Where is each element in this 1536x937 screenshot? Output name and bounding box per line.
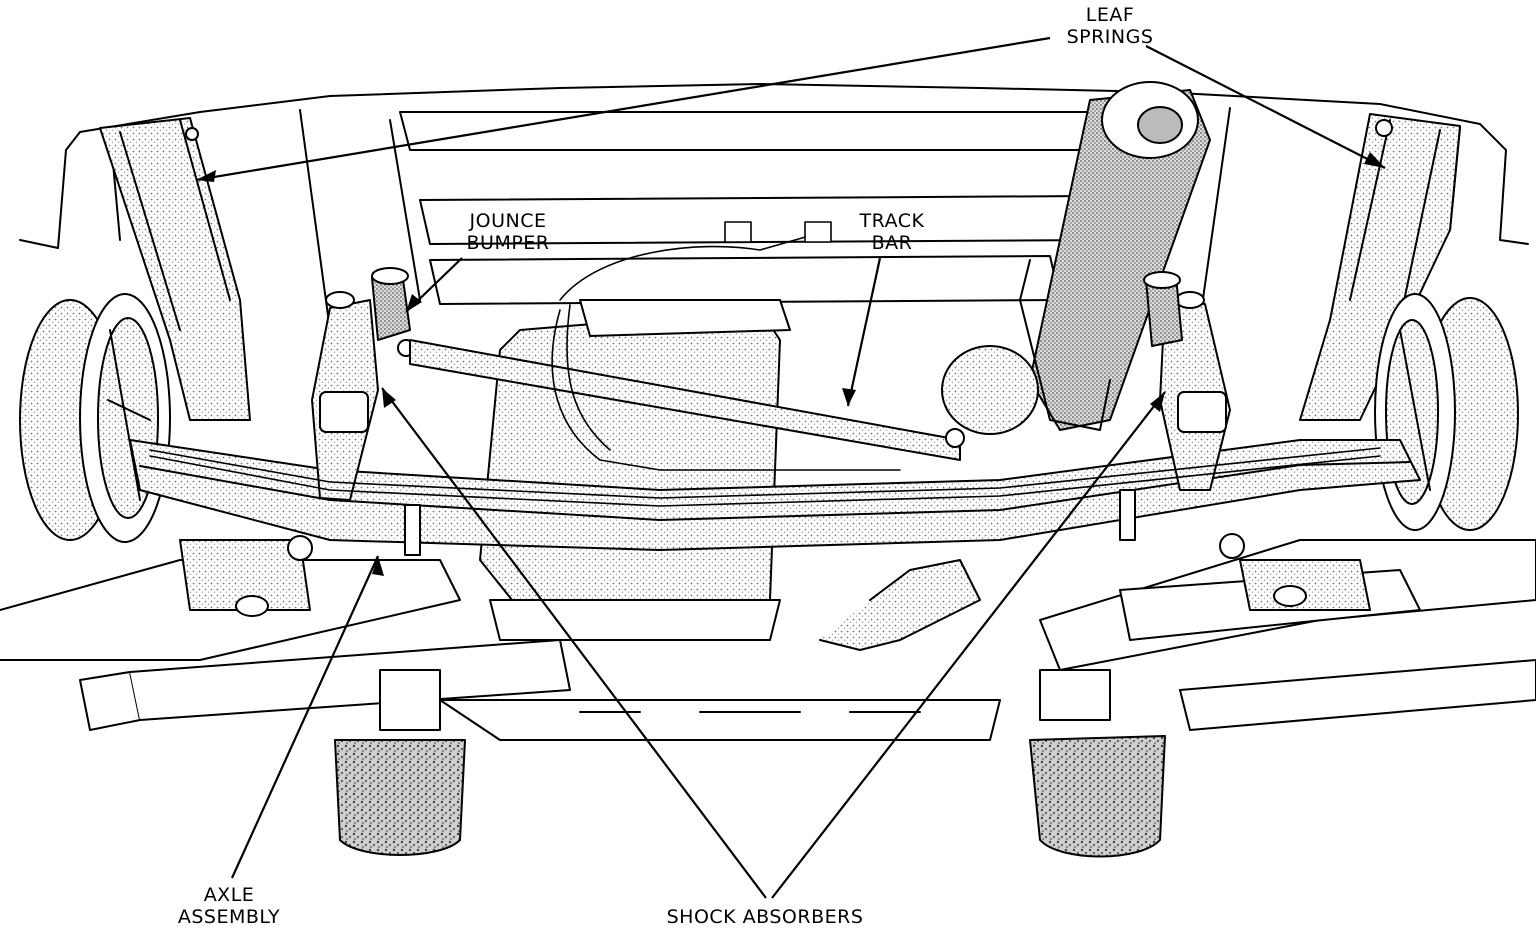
exhaust-pipe — [819, 559, 981, 651]
right-brake-drum — [1374, 293, 1519, 531]
track-bar — [409, 339, 965, 461]
spring-hangers — [179, 533, 1371, 731]
rear-crossmember — [439, 699, 1001, 741]
brake-lines — [149, 221, 1381, 507]
leaf-springs-label: LEAF SPRINGS — [1060, 4, 1160, 48]
vehicle-body-outline — [19, 83, 1529, 331]
axle-assembly-label-line1: AXLE — [203, 884, 255, 906]
right-leaf-spring — [1299, 113, 1461, 421]
jounce-bumper-label: JOUNCE BUMPER — [456, 210, 560, 254]
track-bar-label-line1: TRACK — [859, 210, 925, 232]
jounce-bumper-label-line1: JOUNCE — [469, 210, 547, 232]
leader-line-axle-assembly — [230, 555, 380, 879]
leaf-springs-label-line2: SPRINGS — [1066, 26, 1154, 48]
axle-assembly-label: AXLE ASSEMBLY — [170, 884, 288, 928]
leaf-springs-label-line1: LEAF — [1085, 4, 1135, 26]
right-rear-tire — [1029, 735, 1166, 858]
leader-lines — [195, 36, 1386, 899]
jounce-bumper-label-line2: BUMPER — [466, 232, 550, 254]
shock-absorbers-label-text: SHOCK ABSORBERS — [666, 906, 864, 928]
left-rear-tire — [334, 739, 466, 856]
muffler — [941, 81, 1211, 435]
left-shock-absorber — [311, 291, 379, 501]
track-bar-label-line2: BAR — [871, 232, 913, 254]
leader-line-leaf-springs-left — [195, 36, 1051, 182]
leader-line-leaf-springs-right — [1145, 45, 1386, 169]
axle-assembly-label-line2: ASSEMBLY — [177, 906, 281, 928]
leader-line-shock-left — [381, 387, 767, 899]
right-jounce-bumper — [1143, 271, 1183, 347]
shock-absorbers-label: SHOCK ABSORBERS — [650, 906, 880, 928]
left-brake-drum — [19, 293, 171, 543]
right-shock-absorber — [1159, 291, 1231, 491]
left-leaf-spring — [99, 117, 251, 421]
arrowheads — [196, 152, 1385, 576]
left-jounce-bumper — [371, 267, 415, 357]
leader-line-shock-right — [771, 391, 1166, 899]
track-bar-label: TRACK BAR — [856, 210, 928, 254]
leader-line-track-bar — [846, 257, 882, 407]
